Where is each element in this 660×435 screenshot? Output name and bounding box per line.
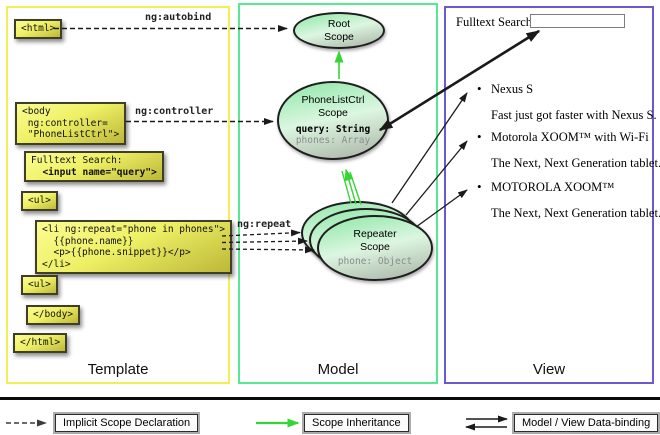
- bullet-icon: •: [477, 179, 482, 194]
- fulltext-search-code-box: Fulltext Search: <input name="query">: [24, 151, 164, 183]
- legend-box-implicit-scope-declaration: Implicit Scope Declaration: [55, 414, 199, 432]
- ng-controller-label: ng:controller: [135, 106, 214, 117]
- view-item-xoom-wifi: • Motorola XOOM™ with Wi-Fi The Next, Ne…: [477, 129, 660, 171]
- body-open-tag-box: <body ng:controller= "PhoneListCtrl">: [15, 102, 127, 145]
- view-item-title: MOTOROLA XOOM™: [491, 180, 615, 194]
- fulltext-code-label: Fulltext Search:: [31, 155, 123, 166]
- ul-tag-box-2: <ul>: [21, 275, 58, 295]
- ng-autobind-label: ng:autobind: [145, 12, 212, 23]
- view-item-nexus: • Nexus S Fast just got faster with Nexu…: [477, 81, 657, 123]
- ul-tag-box-1: <ul>: [21, 191, 58, 211]
- legend-box-model-view-data-binding: Model / View Data-binding: [514, 414, 659, 432]
- model-column: Model: [238, 3, 438, 384]
- repeater-scope-ellipse-front: Repeater Scope phone: Object: [317, 215, 433, 281]
- html-open-tag-box: <html>: [14, 19, 63, 39]
- view-item-title: Motorola XOOM™ with Wi-Fi: [491, 130, 649, 144]
- fulltext-search-input[interactable]: [530, 14, 625, 28]
- root-scope-name: Root Scope: [324, 18, 354, 43]
- bullet-icon: •: [477, 129, 482, 144]
- li-repeat-code-box: <li ng:repeat="phone in phones"> {{phone…: [35, 220, 233, 275]
- bullet-icon: •: [477, 81, 482, 96]
- fulltext-code-input-line: <input name="query">: [31, 166, 157, 178]
- repeater-scope-name: Repeater Scope: [353, 228, 397, 253]
- html-close-tag-box: </html>: [13, 333, 68, 353]
- view-item-desc: The Next, Next Generation tablet.: [491, 156, 660, 170]
- legend-binding-arrows: [465, 415, 508, 431]
- root-scope-ellipse: Root Scope: [293, 12, 385, 49]
- fulltext-search-label: Fulltext Search:: [456, 15, 536, 29]
- body-close-tag-box: </body>: [26, 305, 81, 325]
- phone-prop: phone: Object: [337, 256, 413, 268]
- view-item-desc: Fast just got faster with Nexus S.: [491, 108, 657, 122]
- query-prop: query: String: [295, 123, 371, 135]
- view-column-label: View: [532, 361, 566, 378]
- phonelistctrl-scope-ellipse: PhoneListCtrl Scope query: String phones…: [277, 81, 389, 160]
- phones-prop: phones: Array: [295, 135, 371, 147]
- model-column-label: Model: [317, 361, 359, 378]
- view-item-title: Nexus S: [491, 82, 534, 96]
- phonelist-scope-name: PhoneListCtrl Scope: [301, 94, 365, 119]
- ng-repeat-label: ng:repeat: [237, 219, 292, 230]
- view-item-xoom: • MOTOROLA XOOM™ The Next, Next Generati…: [477, 179, 660, 221]
- template-column-label: Template: [87, 361, 149, 378]
- legend-separator: [0, 397, 660, 400]
- legend-box-scope-inheritance: Scope Inheritance: [304, 414, 409, 432]
- view-item-desc: The Next, Next Generation tablet.: [491, 206, 660, 220]
